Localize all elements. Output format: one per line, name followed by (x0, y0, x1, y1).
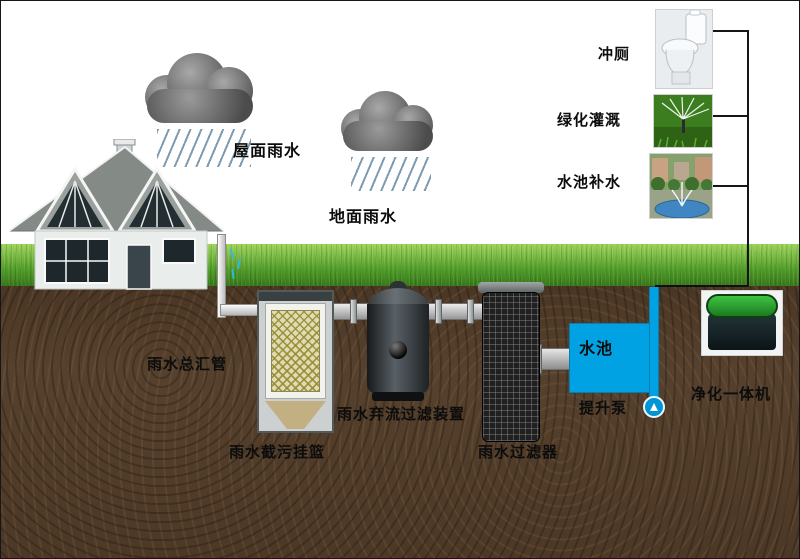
basket-funnel (265, 401, 326, 429)
pump-triangle (650, 403, 658, 411)
house-illustration (9, 139, 224, 290)
rain-streaks (157, 129, 251, 167)
fountain-image (649, 153, 713, 219)
use-label-irrigation: 绿化灌溉 (557, 111, 622, 129)
diverter-valve-ball (389, 341, 407, 359)
sprinkler-icon (654, 95, 712, 147)
door (126, 244, 152, 290)
rain-cloud-icon (141, 49, 261, 169)
toilet-icon (656, 10, 712, 88)
pump-label: 提升泵 (579, 399, 628, 417)
ground-rainwater-label: 地面雨水 (329, 207, 398, 226)
diverter-cap (389, 281, 407, 291)
use-label-pool-refill: 水池补水 (557, 173, 622, 191)
main-pipe-label: 雨水总汇管 (147, 355, 228, 373)
purifier-label: 净化一体机 (691, 385, 772, 403)
diverter-dome (367, 288, 429, 308)
purifier-unit (708, 314, 776, 350)
use-label-toilet: 冲厕 (598, 45, 631, 63)
rain-cloud-icon (337, 87, 443, 193)
supply-line-vertical (747, 30, 749, 287)
irrigation-image (653, 94, 713, 148)
window (162, 238, 196, 264)
basket-label: 雨水截污挂篮 (229, 443, 326, 461)
use-connector-line (712, 185, 749, 187)
filter-cap (478, 282, 544, 293)
tank-label: 水池 (579, 339, 614, 358)
pump-riser-pipe (649, 287, 659, 415)
pipe-flange (350, 299, 357, 324)
downspout-pipe (217, 234, 226, 318)
use-connector-line (713, 115, 749, 117)
roof (9, 146, 224, 232)
lift-pump-icon (643, 396, 665, 418)
tank-inlet-pipe (538, 348, 571, 370)
purifier-green-lid (706, 294, 778, 318)
roof-rainwater-label: 屋面雨水 (233, 141, 302, 160)
water-tank (569, 323, 659, 393)
cloud-base (147, 89, 253, 123)
diverter-base (372, 392, 424, 401)
use-connector-line (713, 30, 749, 32)
fountain-icon (650, 154, 712, 218)
rain-streaks (351, 157, 431, 191)
supply-connector-line (655, 285, 749, 287)
toilet-image (655, 9, 713, 89)
basket-lid (259, 292, 332, 301)
filter-basket-mesh (271, 310, 320, 392)
filter-label: 雨水过滤器 (478, 443, 559, 461)
interception-basket-unit (257, 290, 334, 433)
rainwater-filter (482, 292, 540, 442)
collector-pipe (220, 304, 262, 316)
diverter-label: 雨水弃流过滤装置 (337, 405, 466, 423)
pipe-flange (435, 299, 442, 324)
pipe-flange (467, 299, 474, 324)
cloud-base (343, 121, 433, 151)
